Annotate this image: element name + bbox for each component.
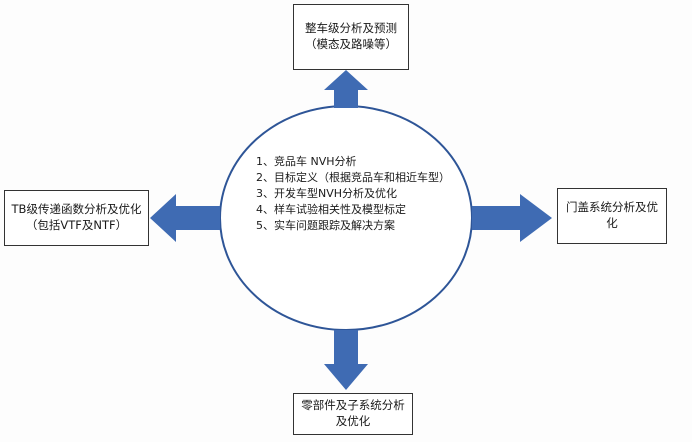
arrow-right-icon [472, 194, 552, 242]
center-item: 1、竞品车 NVH分析 [256, 155, 357, 168]
arrow-down-icon [324, 330, 368, 390]
box-vehicle-level-analysis: 整车级分析及预测（模态及路噪等） [293, 4, 409, 70]
arrow-left-icon [150, 194, 220, 242]
center-task-list: 1、竞品车 NVH分析 2、目标定义（根据竞品车和相近车型） 3、开发车型NVH… [256, 154, 456, 234]
center-item: 5、实车问题跟踪及解决方案 [256, 218, 395, 232]
box-closure-system: 门盖系统分析及优化 [557, 188, 667, 244]
center-item: 4、样车试验相关性及模型标定 [256, 202, 406, 216]
arrow-up-icon [324, 70, 368, 108]
box-component-subsystem: 零部件及子系统分析及优化 [293, 393, 413, 435]
box-tb-transfer-function: TB级传递函数分析及优化（包括VTF及NTF） [4, 190, 149, 246]
center-item: 3、开发车型NVH分析及优化 [256, 186, 398, 200]
center-item: 2、目标定义（根据竞品车和相近车型） [256, 170, 450, 184]
